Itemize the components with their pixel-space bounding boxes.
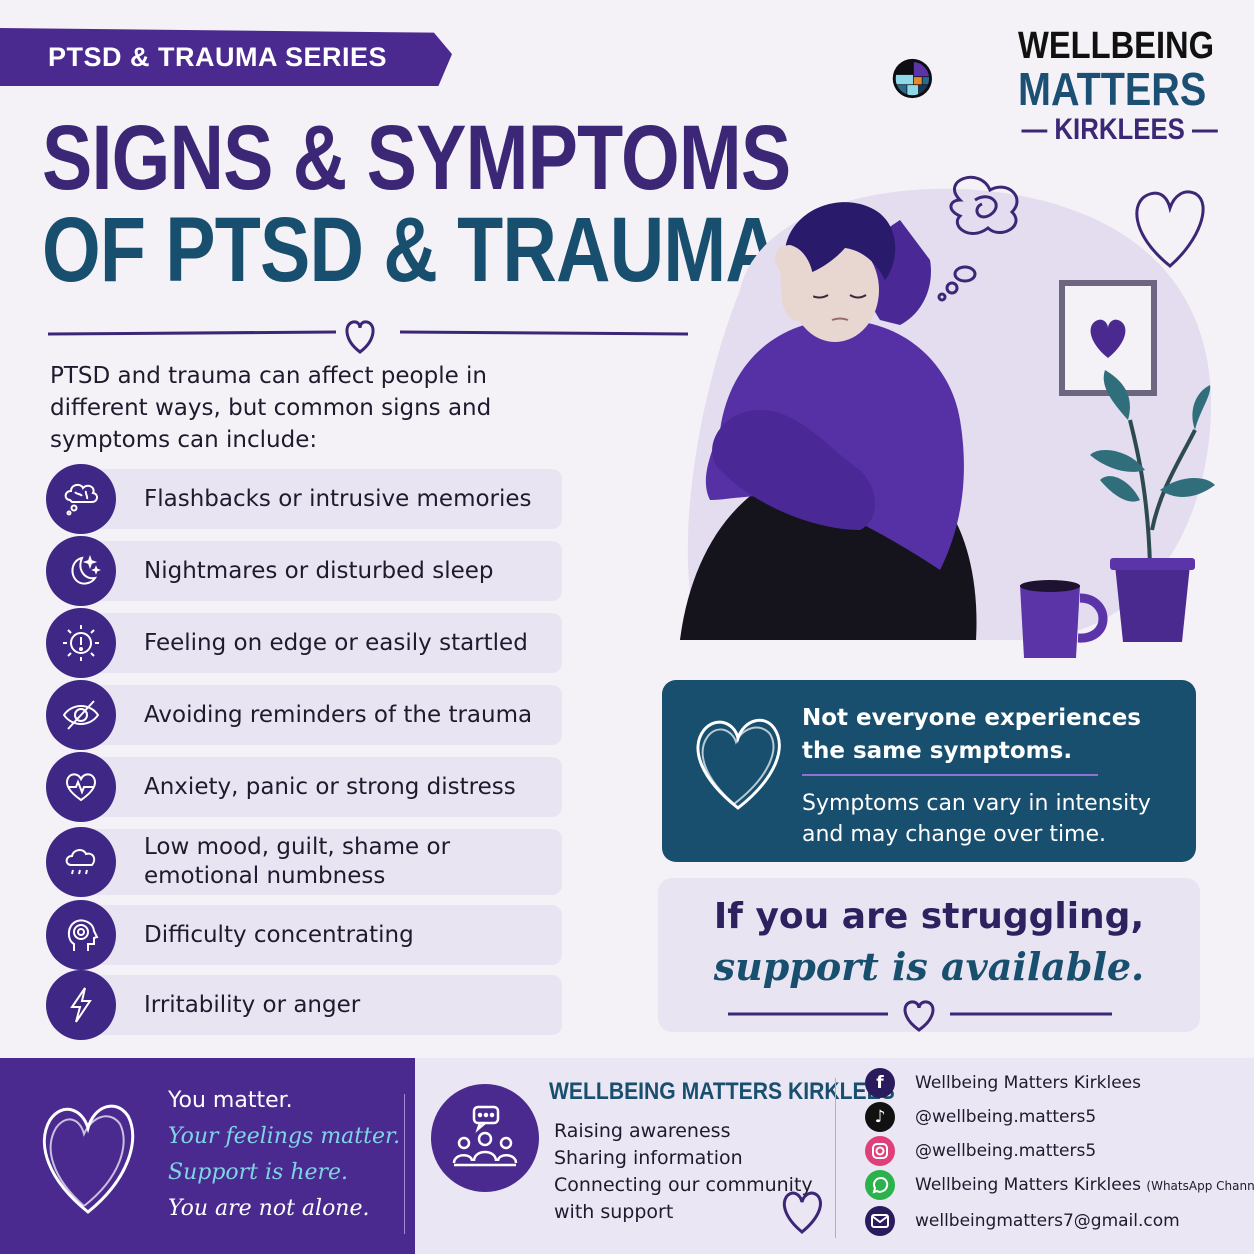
footer-heart-icon <box>42 1104 135 1214</box>
facebook-handle: Wellbeing Matters Kirklees <box>915 1073 1141 1093</box>
support-line-1: If you are struggling, <box>713 896 1145 937</box>
symptom-item: Feeling on edge or easily startled <box>46 608 562 678</box>
whatsapp-note: (WhatsApp Channel) <box>1146 1179 1254 1193</box>
symptom-label: Difficulty concentrating <box>144 921 414 948</box>
footer-info: WELLBEING MATTERS KIRKLEES Raising aware… <box>415 1058 1254 1254</box>
org-line: with support <box>554 1201 674 1223</box>
info-box: Not everyone experiences the same sympto… <box>662 680 1196 862</box>
social-instagram[interactable]: @wellbeing.matters5 <box>865 1136 1096 1166</box>
symptom-item: Anxiety, panic or strong distress <box>46 752 562 822</box>
whatsapp-handle: Wellbeing Matters Kirklees (WhatsApp Cha… <box>915 1175 1254 1195</box>
instagram-icon <box>865 1136 895 1166</box>
symptom-label: Anxiety, panic or strong distress <box>144 773 516 800</box>
symptom-item: Difficulty concentrating <box>46 900 562 970</box>
thought-bubble-icon <box>937 175 1019 302</box>
series-banner: PTSD & TRAUMA SERIES <box>0 28 452 86</box>
email-address: wellbeingmatters7@gmail.com <box>915 1211 1180 1231</box>
support-heart-icon <box>903 1000 935 1032</box>
logo-line-1: WELLBEING <box>1018 25 1215 67</box>
person-illustration <box>680 175 1215 658</box>
symptom-label: Feeling on edge or easily startled <box>144 629 528 656</box>
symptom-item: Flashbacks or intrusive memories <box>46 464 562 534</box>
social-whatsapp[interactable]: Wellbeing Matters Kirklees (WhatsApp Cha… <box>865 1170 1254 1200</box>
org-line: Raising awareness <box>554 1120 731 1142</box>
person-figure <box>680 202 977 640</box>
org-line: Connecting our community <box>554 1174 813 1196</box>
org-line: Sharing information <box>554 1147 743 1169</box>
symptom-item: Nightmares or disturbed sleep <box>46 536 562 606</box>
symptom-item: Avoiding reminders of the trauma <box>46 680 562 750</box>
brain-cloud-icon <box>46 464 116 534</box>
tiktok-handle: @wellbeing.matters5 <box>915 1107 1097 1127</box>
social-email[interactable]: wellbeingmatters7@gmail.com <box>865 1206 1180 1236</box>
alert-burst-icon <box>46 608 116 678</box>
symptom-item: Irritability or anger <box>46 970 562 1040</box>
social-facebook[interactable]: f Wellbeing Matters Kirklees <box>865 1068 1141 1098</box>
tiktok-icon: ♪ <box>865 1102 895 1132</box>
symptom-item: Low mood, guilt, shame or emotional numb… <box>46 827 562 897</box>
symptom-label: Avoiding reminders of the trauma <box>144 701 533 728</box>
affirmation-line-2: Your feelings matter. <box>168 1124 401 1149</box>
logo <box>892 58 932 99</box>
support-box: If you are struggling, support is availa… <box>658 878 1200 1032</box>
floating-heart-icon <box>1135 190 1205 268</box>
affirmation-line-4: You are not alone. <box>168 1196 370 1221</box>
support-line-2: support is available. <box>713 944 1145 989</box>
mug-illustration <box>1020 580 1108 658</box>
rain-cloud-icon <box>46 827 116 897</box>
affirmation-line-1: You matter. <box>168 1088 293 1113</box>
sketch-heart-icon <box>696 718 781 810</box>
email-icon <box>865 1206 895 1236</box>
affirmation-line-3: Support is here. <box>168 1160 349 1185</box>
footer-affirmations: You matter. Your feelings matter. Suppor… <box>0 1058 415 1254</box>
title-divider <box>48 320 688 354</box>
symptom-label: Irritability or anger <box>144 991 361 1018</box>
logo-wordmark: WELLBEING MATTERS — KIRKLEES — <box>1018 26 1218 148</box>
info-body: Symptoms can vary in intensity and may c… <box>802 791 1151 847</box>
lightning-icon <box>46 970 116 1040</box>
symptom-label: Low mood, guilt, shame or emotional numb… <box>144 834 451 889</box>
series-banner-label: PTSD & TRAUMA SERIES <box>48 41 388 72</box>
head-target-icon <box>46 900 116 970</box>
symptom-label: Nightmares or disturbed sleep <box>144 557 494 584</box>
eye-slash-icon <box>46 680 116 750</box>
moon-stars-icon <box>46 536 116 606</box>
title-line-2: OF PTSD & TRAUMA <box>42 199 780 301</box>
facebook-icon: f <box>865 1068 895 1098</box>
logo-line-3: — KIRKLEES — <box>1021 113 1218 146</box>
symptom-label: Flashbacks or intrusive memories <box>144 485 532 512</box>
plant-illustration <box>1090 370 1215 642</box>
instagram-handle: @wellbeing.matters5 <box>915 1141 1097 1161</box>
heartbeat-icon <box>46 752 116 822</box>
community-icon <box>431 1084 539 1192</box>
org-name: WELLBEING MATTERS KIRKLEES <box>549 1078 895 1105</box>
page-title: SIGNS & SYMPTOMS OF PTSD & TRAUMA <box>42 107 791 301</box>
small-heart-icon <box>782 1191 822 1234</box>
divider-heart-icon <box>345 320 375 354</box>
social-tiktok[interactable]: ♪ @wellbeing.matters5 <box>865 1102 1096 1132</box>
whatsapp-icon <box>865 1170 895 1200</box>
logo-line-2: MATTERS <box>1018 63 1207 115</box>
info-heading: Not everyone experiences the same sympto… <box>802 705 1141 764</box>
intro-text: PTSD and trauma can affect people in dif… <box>50 363 492 453</box>
title-line-1: SIGNS & SYMPTOMS <box>42 107 791 209</box>
